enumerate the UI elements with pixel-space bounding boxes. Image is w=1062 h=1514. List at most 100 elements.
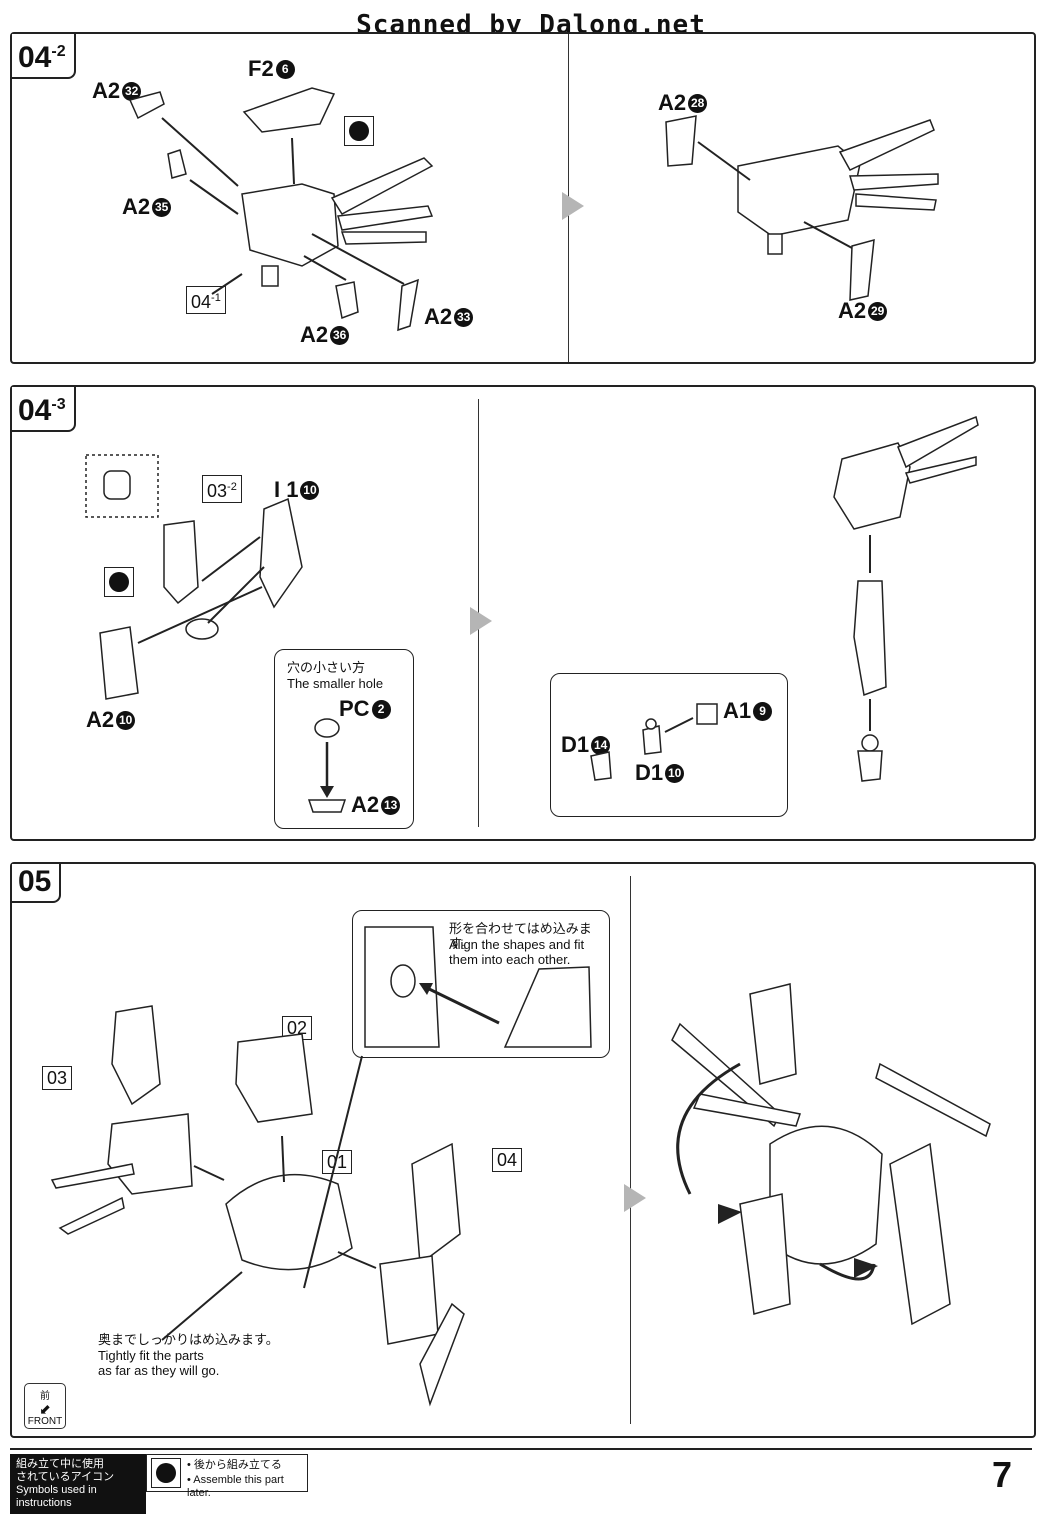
detail-callout-align: 形を合わせてはめ込みます。 Align the shapes and fit t… — [352, 910, 610, 1058]
part-letter: A2 — [122, 194, 151, 219]
legend-assemble-later: • 後から組み立てる • Assemble this part later. — [146, 1454, 308, 1499]
ref-number: 04 — [191, 292, 212, 312]
ref-tag-04-1: 04-1 — [186, 286, 226, 314]
legend-title-jp-2: されているアイコン — [16, 1471, 115, 1483]
page-footer: 組み立て中に使用 されているアイコン Symbols used in instr… — [10, 1448, 1032, 1514]
fit-note-en-2: as far as they will go. — [98, 1363, 220, 1378]
assemble-later-icon — [151, 1458, 181, 1488]
leg-assembled-drawing — [478, 387, 1034, 844]
part-letter: A2 — [351, 792, 380, 817]
part-number: 10 — [300, 480, 320, 500]
part-letter: F2 — [248, 56, 274, 81]
assemble-later-icon — [344, 116, 374, 146]
part-letter: A2 — [658, 90, 687, 115]
page-number: 7 — [991, 1454, 1012, 1495]
part-number: 9 — [753, 701, 773, 721]
part-letter: D1 — [561, 732, 590, 757]
part-number: 33 — [454, 307, 474, 327]
body-assembled-drawing — [630, 864, 1034, 1441]
next-step-arrow-icon — [562, 192, 584, 220]
align-detail-drawing — [364, 926, 592, 1048]
pc-into-a2-drawing — [307, 718, 347, 813]
footer-rule — [10, 1448, 1032, 1450]
step-number: 05 — [18, 865, 52, 898]
part-letter: PC — [339, 696, 370, 721]
fit-note-en-1: Tightly fit the parts — [98, 1348, 204, 1363]
part-number: 29 — [868, 301, 888, 321]
rotate-arrow-icon — [676, 1062, 876, 1281]
step-tag: 05 — [12, 864, 62, 903]
ref-number: 03 — [207, 481, 228, 501]
align-note-jp: 形を合わせてはめ込みます。 — [449, 921, 592, 951]
part-letter: I 1 — [274, 477, 299, 502]
part-number: 10 — [665, 763, 685, 783]
part-letter: D1 — [635, 760, 664, 785]
step-number: 04 — [18, 394, 52, 427]
front-label-en: FRONT — [27, 1416, 63, 1427]
smaller-hole-note-en: The smaller hole — [287, 676, 384, 691]
part-number: 6 — [275, 59, 295, 79]
step-sub-number: -3 — [51, 396, 66, 413]
part-letter: A2 — [424, 304, 453, 329]
part-number: 10 — [116, 710, 136, 730]
part-number: 32 — [122, 81, 142, 101]
part-letter: A2 — [92, 78, 121, 103]
legend-later-en: • Assemble this part later. — [187, 1474, 284, 1499]
part-number: 35 — [152, 197, 172, 217]
part-number: 36 — [330, 325, 350, 345]
step-tag: 04-3 — [12, 387, 76, 432]
legend-title-en: Symbols used in instructions — [16, 1484, 97, 1509]
front-icon: 前 ⬋ FRONT — [24, 1383, 66, 1429]
ref-sub-number: -1 — [211, 292, 221, 304]
align-note-en-2: them into each other. — [449, 952, 571, 967]
hip-joint-drawing — [590, 703, 718, 781]
front-label-jp: 前 — [40, 1391, 50, 1402]
ref-tag-03-2: 03-2 — [202, 475, 242, 503]
part-number: 28 — [688, 93, 708, 113]
part-number: 14 — [591, 735, 611, 755]
legend-title: 組み立て中に使用 されているアイコン Symbols used in instr… — [10, 1454, 146, 1514]
part-letter: A1 — [723, 698, 752, 723]
part-number: 2 — [371, 699, 391, 719]
leg-exploded-drawing — [12, 387, 478, 844]
ref-sub-number: -2 — [227, 481, 237, 493]
part-letter: A2 — [300, 322, 329, 347]
legend-later-jp: • 後から組み立てる — [187, 1459, 282, 1471]
part-number: 13 — [381, 795, 401, 815]
ref-tag-01: 01 — [322, 1150, 353, 1174]
waist-unit-exploded-drawing — [12, 34, 568, 367]
waist-unit-assembled-drawing — [568, 34, 1034, 367]
legend-title-jp-1: 組み立て中に使用 — [16, 1458, 104, 1470]
part-letter: A2 — [838, 298, 867, 323]
step-sub-number: -2 — [51, 43, 66, 60]
body-exploded-drawing — [12, 864, 630, 1441]
smaller-hole-note-jp: 穴の小さい方 — [287, 660, 366, 675]
next-step-arrow-icon — [624, 1184, 646, 1212]
ref-tag-04: 04 — [492, 1148, 523, 1172]
step-05-panel: 05 03 02 01 04 形を合わせてはめ込みます。 Align the s… — [10, 862, 1036, 1438]
align-note-en-1: Align the shapes and fit — [449, 937, 585, 952]
ref-tag-03: 03 — [42, 1066, 73, 1090]
next-step-arrow-icon — [470, 607, 492, 635]
fit-note-jp: 奥までしっかりはめ込みます。 — [98, 1332, 279, 1347]
part-letter: A2 — [86, 707, 115, 732]
panel-divider — [630, 876, 631, 1424]
step-tag: 04-2 — [12, 34, 76, 79]
assemble-later-icon — [104, 567, 134, 597]
